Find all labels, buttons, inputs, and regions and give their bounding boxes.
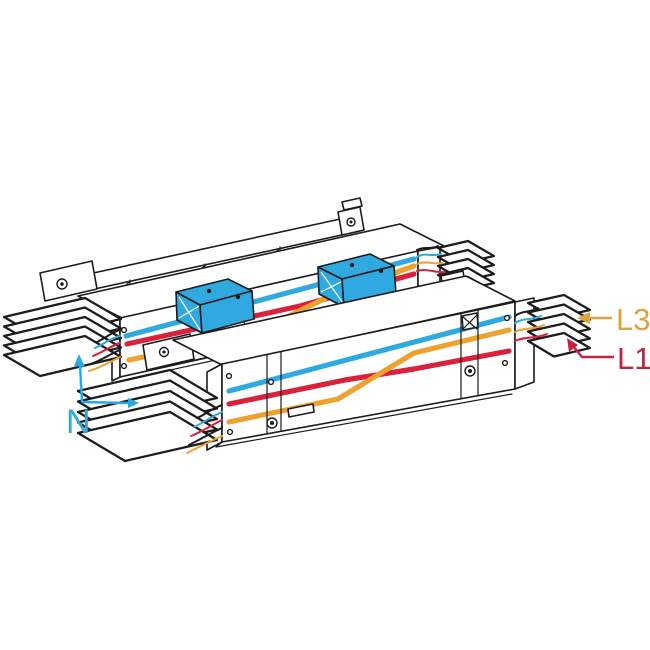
screw [501, 359, 509, 367]
front-busbar-run [172, 275, 535, 451]
panel-step-tab [287, 403, 315, 418]
back-left-wires [88, 329, 121, 372]
front-right-fin-stack [526, 293, 592, 358]
front-left-fin-stack [76, 368, 219, 463]
screw [503, 314, 511, 322]
screw [120, 362, 128, 370]
front-right-wires [514, 307, 548, 342]
back-ladder-frame [39, 197, 365, 318]
back-right-wires [416, 245, 446, 274]
label-phase-l3: L3 [577, 302, 650, 337]
screw [120, 326, 128, 334]
l1-label: L1 [617, 341, 650, 376]
screw [267, 378, 275, 386]
l1-arrowhead [567, 338, 578, 352]
neutral-arrow-right [81, 400, 129, 405]
front-left-wires [186, 404, 223, 454]
label-neutral: N [66, 354, 139, 441]
l3-arrowhead [577, 312, 590, 324]
back-left-fin-stack [2, 296, 123, 378]
l3-label: L3 [616, 302, 650, 337]
neutral-arrowhead-right [128, 398, 139, 408]
ladder-left-cap [39, 260, 98, 302]
l1-arrow-line [572, 345, 614, 359]
neutral-label: N [66, 403, 91, 441]
screw [226, 428, 234, 436]
front-run-top-face [172, 275, 516, 366]
neutral-arrow-up [78, 363, 84, 403]
label-phase-l1: L1 [567, 338, 650, 376]
neutral-arrowhead-up [74, 354, 85, 367]
screw [225, 372, 233, 380]
